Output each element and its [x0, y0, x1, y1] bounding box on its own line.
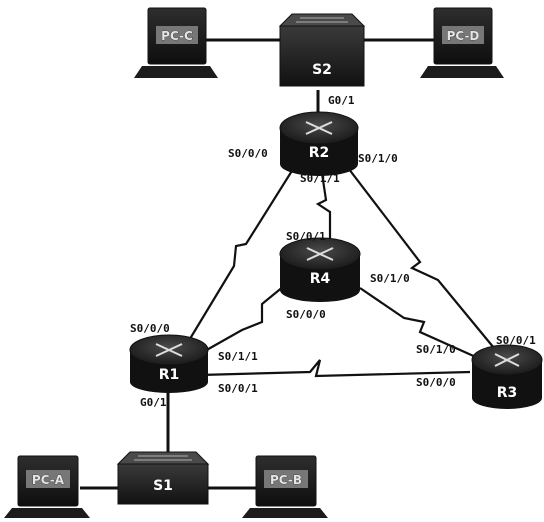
- port-label-r4-s0-0-0: S0/0/0: [286, 308, 326, 321]
- port-label-r1-s0-0-0: S0/0/0: [130, 322, 170, 335]
- router-r1[interactable]: R1: [129, 334, 209, 393]
- port-labels: G0/1 S0/0/0 S0/1/1 S0/1/0 S0/0/1 S0/1/0 …: [130, 94, 536, 409]
- port-label-r2-s0-1-0: S0/1/0: [358, 152, 398, 165]
- port-label-r1-g0-1: G0/1: [140, 396, 167, 409]
- port-label-r2-g0-1: G0/1: [328, 94, 355, 107]
- pc-c-label: PC-C: [161, 29, 193, 43]
- pc-b[interactable]: PC-B: [242, 455, 328, 518]
- port-label-r2-s0-0-0: S0/0/0: [228, 147, 268, 160]
- pc-d[interactable]: PC-D: [420, 7, 504, 78]
- router-r4-label: R4: [310, 271, 331, 287]
- router-r1-label: R1: [159, 367, 180, 383]
- port-label-r4-s0-0-1: S0/0/1: [286, 230, 326, 243]
- router-r3[interactable]: R3: [471, 344, 543, 409]
- serial-r1-r3: [199, 359, 471, 378]
- router-arrows-icon: [494, 353, 520, 367]
- pc-d-label: PC-D: [447, 29, 480, 43]
- serial-r2-r4: [315, 159, 332, 250]
- router-r3-label: R3: [497, 385, 518, 401]
- pc-a-label: PC-A: [32, 473, 65, 487]
- router-r2-label: R2: [309, 145, 330, 161]
- port-label-r4-s0-1-0: S0/1/0: [370, 272, 410, 285]
- port-label-r3-s0-1-0: S0/1/0: [416, 343, 456, 356]
- serial-r4-r1: [195, 285, 285, 357]
- router-arrows-icon: [306, 247, 334, 261]
- ethernet-links: [80, 38, 440, 490]
- switch-s2[interactable]: S2: [278, 13, 366, 87]
- router-arrows-icon: [305, 121, 333, 135]
- port-label-r3-s0-0-1: S0/0/1: [496, 334, 536, 347]
- port-label-r3-s0-0-0: S0/0/0: [416, 376, 456, 389]
- pc-b-label: PC-B: [270, 473, 302, 487]
- serial-r2-r1: [181, 157, 301, 353]
- switch-s2-label: S2: [312, 62, 332, 78]
- port-label-r2-s0-1-1: S0/1/1: [300, 172, 340, 185]
- serial-r4-r3: [359, 287, 479, 360]
- pc-a[interactable]: PC-A: [4, 455, 90, 518]
- port-label-r1-s0-0-1: S0/0/1: [218, 382, 258, 395]
- switch-s1[interactable]: S1: [116, 451, 210, 505]
- router-r2[interactable]: R2: [279, 111, 359, 176]
- serial-links: [181, 157, 495, 378]
- pc-c[interactable]: PC-C: [134, 7, 218, 78]
- router-arrows-icon: [155, 343, 183, 357]
- router-r4[interactable]: R4: [279, 237, 361, 302]
- port-label-r1-s0-1-1: S0/1/1: [218, 350, 258, 363]
- switch-s1-label: S1: [153, 478, 173, 494]
- serial-r2-r3: [341, 159, 495, 349]
